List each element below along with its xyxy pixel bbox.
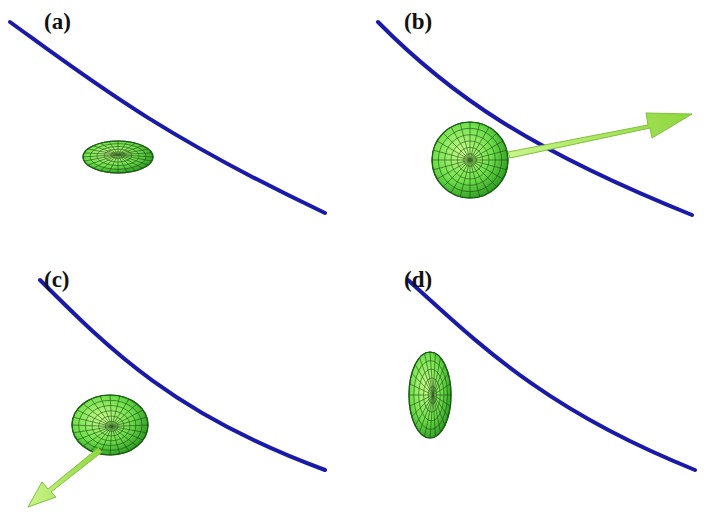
ellipsoid-particle (72, 395, 148, 455)
velocity-arrows (28, 113, 692, 507)
trajectory-curve (10, 22, 325, 213)
ellipsoid-particle (83, 141, 153, 173)
panel-label: (b) (404, 10, 432, 33)
trajectory-curve (40, 280, 325, 470)
ellipsoid-particle (432, 122, 508, 198)
velocity-arrow (508, 113, 692, 158)
trajectory-curves (10, 22, 695, 470)
velocity-arrow (28, 448, 102, 507)
trajectory-curve (408, 280, 695, 470)
panel-label: (a) (44, 10, 71, 33)
panel-label: (c) (44, 268, 70, 291)
ellipsoid-particle (409, 352, 451, 438)
trajectory-curve (378, 22, 692, 215)
panel-label: (d) (404, 268, 432, 291)
